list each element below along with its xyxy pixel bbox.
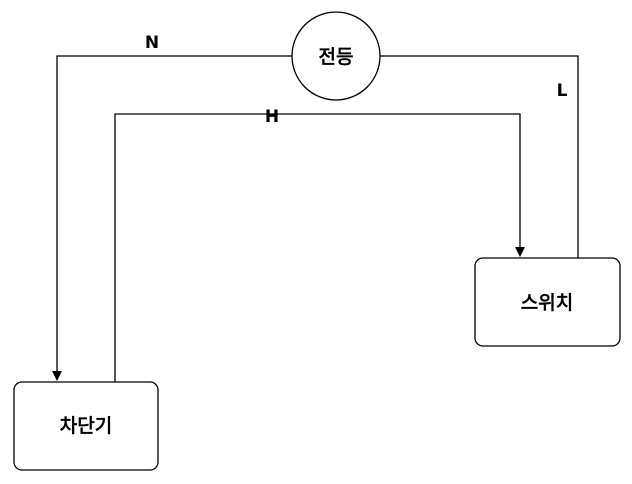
line-wire-label: L	[557, 81, 568, 101]
hot-wire-label: H	[265, 107, 279, 127]
neutral-wire-label: N	[145, 33, 159, 53]
breaker-label: 차단기	[60, 415, 112, 437]
lamp-node: 전등	[291, 11, 381, 101]
neutral-wire	[52, 55, 292, 381]
switch-label: 스위치	[521, 292, 573, 314]
lamp-label: 전등	[319, 46, 354, 68]
lamp-circle	[291, 11, 381, 101]
breaker-box	[13, 381, 159, 471]
breaker-node: 차단기	[13, 381, 159, 471]
hot-wire	[114, 113, 525, 382]
switch-node: 스위치	[474, 257, 621, 347]
switch-box	[474, 257, 621, 347]
line-wire	[380, 55, 579, 258]
